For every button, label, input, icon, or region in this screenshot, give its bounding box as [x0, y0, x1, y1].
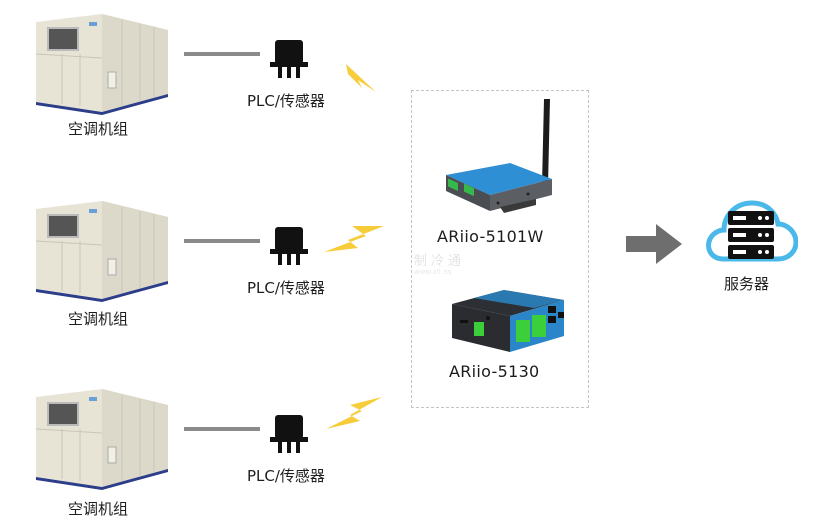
connector-line [184, 239, 260, 243]
gateway-group-box [411, 90, 589, 408]
ahu-label: 空调机组 [68, 120, 129, 138]
plc-sensor-label: PLC/传感器 [247, 279, 325, 297]
wireless-signal-bolt-icon [324, 226, 384, 252]
gateway-5101w-label: ARiio-5101W [437, 227, 544, 246]
cloud-server-icon [706, 200, 798, 262]
server-label: 服务器 [724, 275, 770, 293]
air-handling-unit-icon [35, 14, 168, 115]
arrow-right-icon [626, 224, 682, 264]
antenna-icon [542, 99, 550, 185]
wireless-signal-bolt-icon [332, 58, 376, 92]
server-rack-icon [728, 211, 774, 259]
watermark-url: www.zlt.ns [414, 268, 452, 276]
plc-sensor-icon [270, 227, 308, 265]
ahu-label: 空调机组 [68, 310, 129, 328]
air-handling-unit-icon [35, 201, 168, 302]
ahu-label: 空调机组 [68, 500, 129, 518]
gateway-5101w-device [446, 99, 552, 213]
gateway-5130-device [452, 290, 564, 352]
wireless-signal-bolt-icon [326, 397, 382, 429]
plc-sensor-label: PLC/传感器 [247, 92, 325, 110]
connector-line [184, 427, 260, 431]
watermark: 制冷通 [414, 254, 466, 269]
plc-sensor-icon [270, 415, 308, 453]
plc-sensor-icon [270, 40, 308, 78]
plc-sensor-label: PLC/传感器 [247, 467, 325, 485]
air-handling-unit-icon [35, 389, 168, 490]
gateway-5130-label: ARiio-5130 [449, 362, 540, 381]
connector-line [184, 52, 260, 56]
